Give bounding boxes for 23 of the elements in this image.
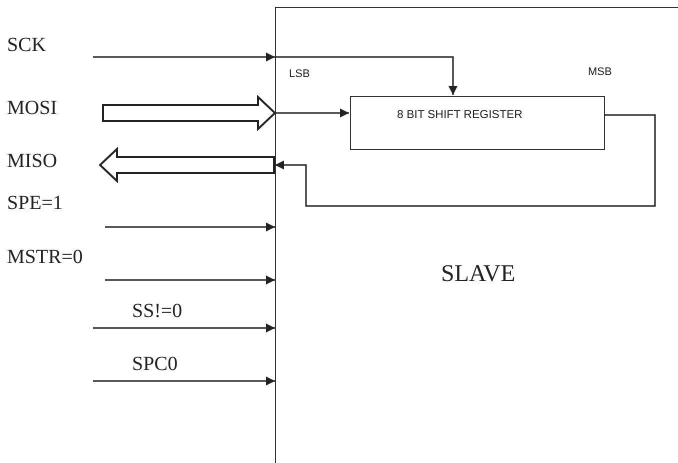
hollow-arrow [102,96,276,130]
arrow [275,108,349,118]
signal-label: MOSI [7,97,58,119]
signal-label: MSTR=0 [7,246,83,268]
slave-block [275,7,678,463]
bit-label: LSB [289,67,310,82]
bit-label: MSB [588,65,612,80]
arrow [93,52,275,62]
signal-label: MISO [7,150,58,172]
signal-label: SPE=1 [7,192,63,214]
arrow [275,114,656,207]
signal-label: SS!=0 [132,300,182,322]
arrow [93,324,275,332]
arrow [105,222,275,232]
signal-label: SCK [7,34,46,56]
signal-label: SPC0 [132,353,178,375]
hollow-arrow [99,148,275,182]
register-label: 8 BIT SHIFT REGISTER [397,108,522,123]
arrow [105,276,275,284]
block-title: SLAVE [441,260,516,289]
arrow [93,376,275,386]
arrow [275,56,458,95]
register-box [350,96,605,150]
